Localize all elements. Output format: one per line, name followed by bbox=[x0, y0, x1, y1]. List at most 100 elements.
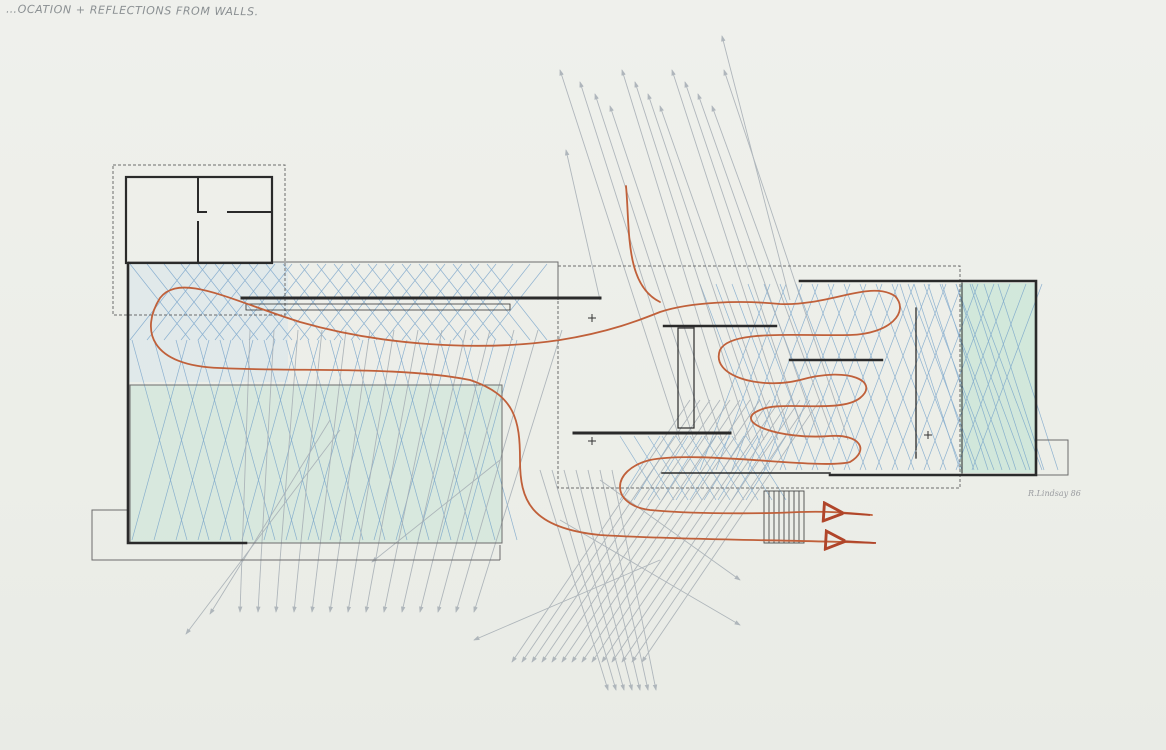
reflection-ray bbox=[795, 283, 867, 471]
reflection-ray bbox=[891, 283, 963, 471]
outgoing-ray bbox=[609, 105, 723, 441]
outgoing-ray bbox=[659, 105, 779, 441]
reflection-ray bbox=[180, 263, 242, 341]
reflection-ray bbox=[131, 339, 188, 541]
reflection-ray bbox=[859, 283, 931, 471]
reflection-ray bbox=[197, 339, 254, 541]
reflection-ray bbox=[983, 283, 1045, 471]
outgoing-ray bbox=[561, 399, 741, 663]
reflection-ray bbox=[439, 339, 496, 541]
reflection-ray bbox=[384, 263, 446, 341]
outgoing-ray bbox=[634, 81, 751, 441]
outgoing-ray bbox=[559, 69, 681, 441]
outgoing-ray bbox=[437, 329, 515, 613]
reflection-ray bbox=[265, 263, 327, 341]
south-step bbox=[91, 509, 500, 561]
reflection-ray bbox=[241, 339, 298, 541]
reflection-ray bbox=[329, 339, 386, 541]
outgoing-ray bbox=[541, 399, 721, 663]
outgoing-ray bbox=[647, 93, 765, 441]
column-mark bbox=[924, 431, 932, 439]
reflection-ray bbox=[875, 283, 947, 471]
circulation-path bbox=[150, 185, 901, 544]
outgoing-ray bbox=[711, 105, 835, 441]
reflection-ray bbox=[299, 263, 361, 341]
reflection-ray bbox=[307, 339, 364, 541]
outgoing-ray bbox=[601, 399, 781, 663]
outgoing-ray bbox=[371, 459, 501, 563]
outgoing-ray bbox=[631, 399, 811, 663]
reflection-ray bbox=[689, 435, 731, 501]
reflection-ray bbox=[197, 263, 259, 341]
outgoing-ray bbox=[346, 329, 395, 613]
reflection-ray bbox=[469, 263, 531, 341]
outgoing-ray bbox=[310, 329, 347, 613]
west-wall bbox=[126, 261, 248, 545]
outgoing-ray bbox=[551, 469, 617, 691]
reflection-ray bbox=[401, 263, 463, 341]
reflection-ray bbox=[175, 339, 232, 541]
reflection-ray bbox=[248, 263, 310, 341]
reflection-ray bbox=[745, 435, 787, 501]
reflection-ray bbox=[913, 283, 975, 471]
dashed-annex-outline bbox=[112, 164, 286, 316]
reflection-ray bbox=[923, 283, 995, 471]
outgoing-ray bbox=[419, 329, 491, 613]
column-marks bbox=[588, 314, 932, 445]
reflection-ray bbox=[350, 263, 412, 341]
reflection-ray bbox=[899, 283, 961, 471]
walls bbox=[124, 175, 1038, 545]
reflection-ray bbox=[486, 263, 548, 341]
reflection-ray bbox=[418, 263, 480, 341]
outgoing-ray bbox=[274, 329, 299, 613]
long-north-wall-thin bbox=[245, 303, 511, 311]
outgoing-ray bbox=[599, 469, 650, 691]
pool-tint bbox=[130, 385, 502, 543]
outgoing-ray bbox=[237, 329, 251, 613]
reflection-ray bbox=[146, 263, 208, 341]
entry-arrow-upper bbox=[840, 513, 871, 515]
reflection-ray bbox=[811, 283, 883, 471]
reflection-ray bbox=[163, 263, 225, 341]
pool-outline bbox=[129, 384, 503, 544]
reflection-ray bbox=[285, 339, 342, 541]
outgoing-ray bbox=[521, 399, 701, 663]
reflection-ray bbox=[731, 435, 773, 501]
reflection-ray bbox=[231, 263, 293, 341]
outgoing-ray bbox=[473, 559, 661, 641]
reflection-ray bbox=[647, 435, 689, 501]
outgoing-ray bbox=[511, 399, 691, 663]
outgoing-ray bbox=[575, 469, 633, 691]
reflection-ray bbox=[715, 283, 787, 471]
outgoing-ray bbox=[684, 81, 807, 441]
entry-arrow-lower bbox=[842, 541, 877, 543]
outgoing-ray bbox=[723, 69, 849, 441]
reflection-ray bbox=[129, 263, 191, 341]
reflection-ray bbox=[461, 339, 518, 541]
reflection-rays bbox=[129, 263, 1059, 541]
path-main bbox=[150, 286, 901, 544]
reflection-ray bbox=[435, 263, 497, 341]
outgoing-ray bbox=[364, 329, 419, 613]
reflection-ray bbox=[927, 283, 989, 471]
outgoing-rays bbox=[185, 35, 849, 691]
reflection-ray bbox=[351, 339, 408, 541]
outgoing-ray bbox=[292, 329, 323, 613]
entry-arrows bbox=[840, 513, 877, 543]
reflection-ray bbox=[827, 283, 899, 471]
tinted-areas bbox=[128, 262, 1036, 543]
east-north-wall bbox=[798, 279, 1038, 477]
outgoing-ray bbox=[539, 469, 609, 691]
annex-partition bbox=[197, 176, 273, 263]
reflection-ray bbox=[367, 263, 429, 341]
outgoing-ray bbox=[473, 329, 563, 613]
column-mark bbox=[588, 314, 596, 322]
outgoing-ray bbox=[382, 329, 443, 613]
reflection-ray bbox=[763, 283, 835, 471]
reflection-ray bbox=[452, 263, 514, 341]
reflection-ray bbox=[661, 435, 703, 501]
reflection-ray bbox=[955, 283, 1017, 471]
outgoing-ray bbox=[591, 399, 771, 663]
